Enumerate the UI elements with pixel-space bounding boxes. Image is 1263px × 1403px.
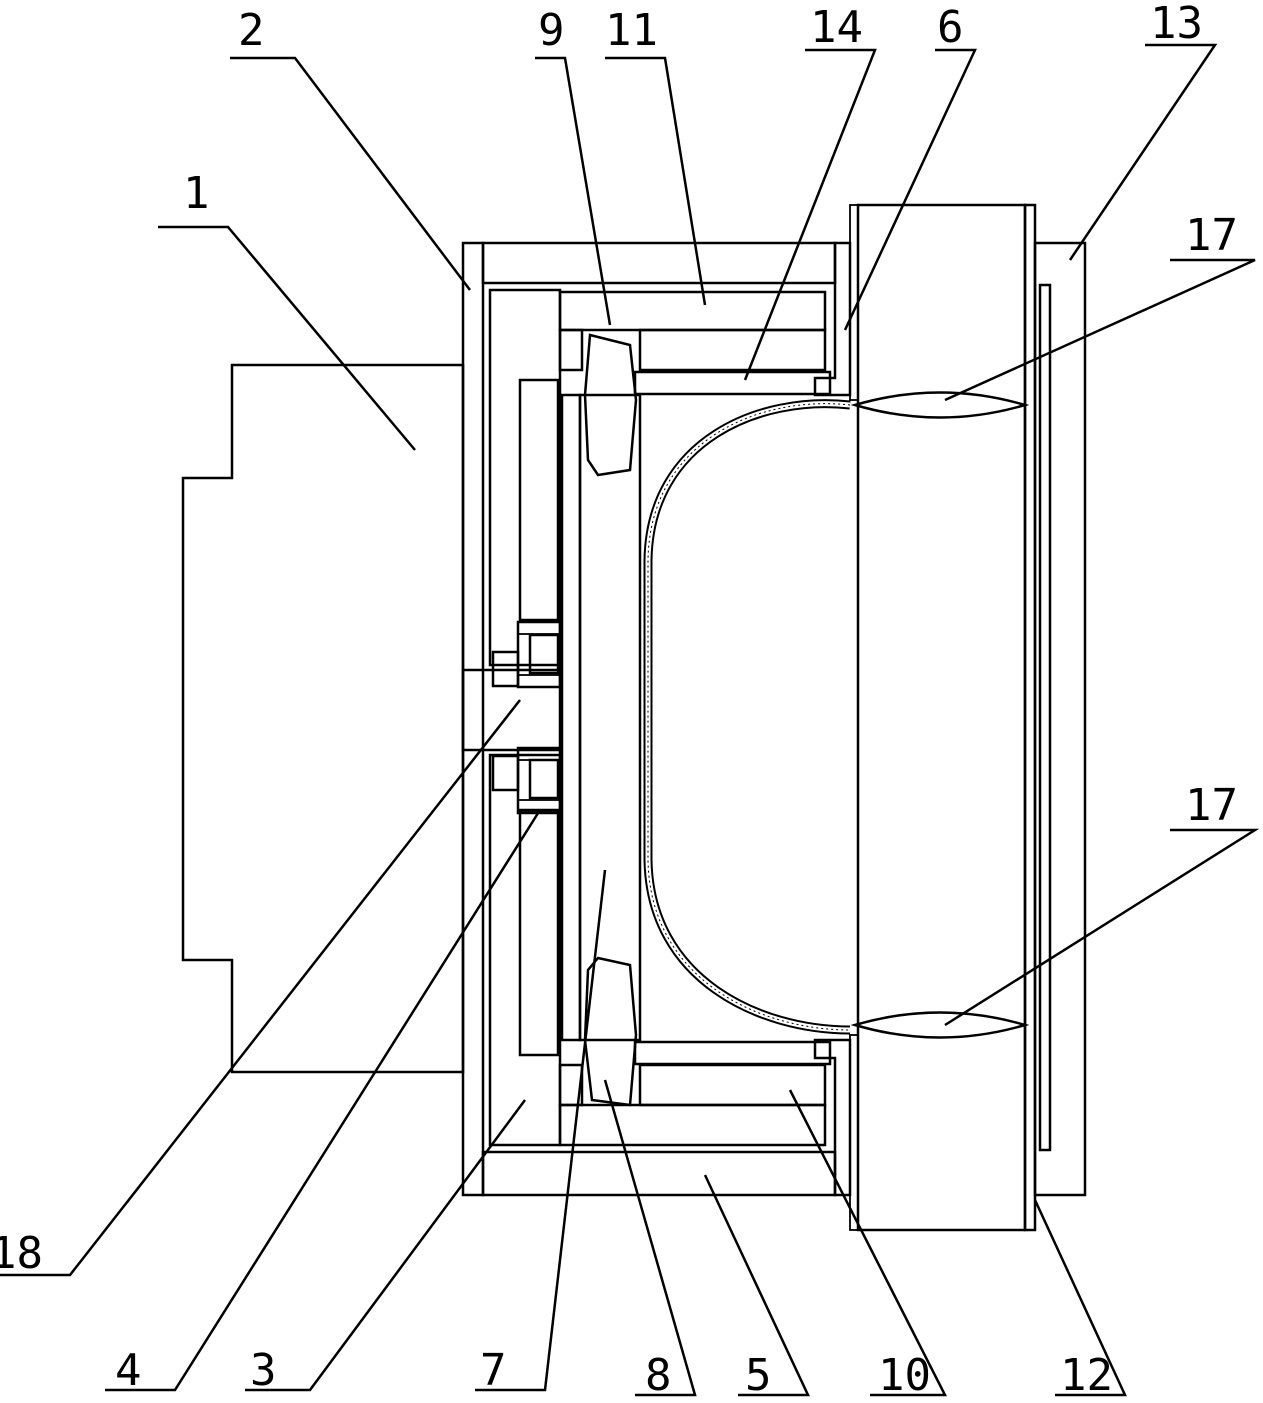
part-3-upper <box>490 290 560 665</box>
label-7: 7 <box>480 1345 507 1396</box>
label-4: 4 <box>115 1345 142 1396</box>
bearing-lower <box>518 748 560 813</box>
label-11: 11 <box>605 5 658 56</box>
part-9-magnet <box>585 335 636 475</box>
part-13-cover <box>1035 243 1085 1195</box>
label-3: 3 <box>250 1345 277 1396</box>
part-5-housing-bottom <box>483 1152 835 1195</box>
front-chamber <box>858 205 1025 1230</box>
label-2: 2 <box>238 5 265 56</box>
label-18: 18 <box>0 1228 43 1279</box>
leader-lines <box>0 45 1255 1395</box>
label-17-lower: 17 <box>1185 780 1238 831</box>
label-9: 9 <box>538 5 565 56</box>
label-13: 13 <box>1150 0 1203 49</box>
part-2-plate <box>463 243 483 1195</box>
part-17-lens-upper <box>855 393 1025 418</box>
part-11-bottom <box>560 1105 825 1145</box>
part-11-top <box>560 292 825 330</box>
part-10-coil-bottom <box>640 1065 825 1105</box>
part-1-base <box>183 365 463 1072</box>
label-10: 10 <box>878 1350 931 1401</box>
label-6: 6 <box>937 2 964 53</box>
label-12: 12 <box>1060 1350 1113 1401</box>
part-17-lens-lower <box>855 1013 1025 1038</box>
part-5-housing-top <box>483 243 835 283</box>
part-4-shaft-plate <box>562 395 580 1040</box>
part-14-coil-top <box>640 330 825 370</box>
label-5: 5 <box>745 1350 772 1401</box>
dome-diaphragm <box>648 404 850 1030</box>
label-14: 14 <box>810 2 863 53</box>
label-8: 8 <box>645 1350 672 1401</box>
label-17-upper: 17 <box>1185 210 1238 261</box>
part-7-rotor-plate <box>580 395 640 1040</box>
bearing-upper <box>518 622 560 687</box>
label-1: 1 <box>183 168 210 219</box>
